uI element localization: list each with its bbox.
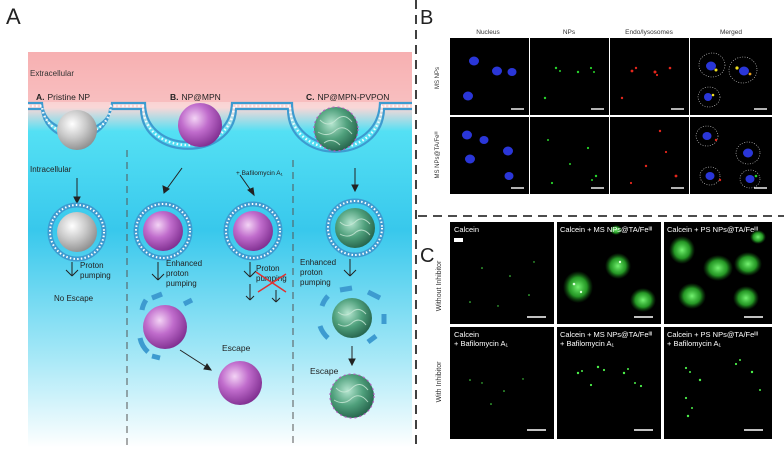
extracellular-label: Extracellular (30, 69, 74, 78)
escape-arrow-c (348, 346, 356, 367)
escaped-np-c (329, 373, 375, 419)
pumping-arrows (65, 259, 357, 281)
inhibited-cross (255, 271, 287, 293)
panel-b-letter: B (420, 7, 433, 29)
ruptured-endosome-c (317, 285, 387, 344)
panel-c-row-with: With Inhibitor (436, 361, 443, 403)
lysosomes-row1 (620, 66, 672, 100)
panel-b-tiles (450, 38, 772, 194)
extracellular-region (28, 52, 412, 102)
panel-a-letter: A (6, 4, 21, 29)
c-bottom-label-ps: Calcein + PS NPs@TA/Feᴵᴵᴵ + Bafilomycin … (667, 330, 760, 348)
escape-label-c: Escape (310, 366, 339, 376)
np-mpn-top (178, 103, 222, 147)
c-top-label-calcein: Calcein (454, 225, 479, 234)
nuclei-row2 (462, 130, 514, 180)
lysosomes-row2 (629, 129, 678, 185)
calcein-ms-baf-dots (576, 365, 643, 388)
panel-a: A Extracellular A.Pristine NP B.NP@MPN C… (6, 4, 412, 448)
col-b-title: B.NP@MPN (170, 92, 221, 102)
enhanced-pumping-c: Enhanced proton pumping (300, 258, 338, 287)
endosome-baf (223, 201, 283, 261)
panel-b-row-ms-nps: MS NPs (435, 67, 441, 89)
proton-pumping-baf: Proton pumping (256, 264, 287, 283)
panel-c-letter: C (420, 245, 434, 267)
panel-b-row-ms-nps-ta: MS NPs@TA/Feᴵᴵᴵ (434, 132, 441, 179)
calcein-ps-baf-dots (684, 359, 761, 418)
endosome-b (133, 201, 193, 261)
cell-background (28, 52, 412, 448)
panel-b-col-nps: NPs (563, 29, 576, 36)
panel-c-scale-bars (527, 316, 763, 431)
panel-b-col-merged: Merged (720, 29, 742, 36)
escaped-np-b (218, 361, 262, 405)
nps-row2 (547, 139, 598, 185)
col-c-title: C.NP@MPN-PVPON (306, 92, 389, 102)
nuclei-row1 (463, 56, 517, 101)
intracellular-label: Intracellular (30, 165, 72, 174)
arrows (73, 167, 359, 205)
c-top-label-ps: Calcein + PS NPs@TA/Feᴵᴵᴵ (667, 225, 758, 234)
c-bottom-label-ms: Calcein + MS NPs@TA/Feᴵᴵᴵ + Bafilomycin … (560, 330, 654, 348)
enhanced-pumping-b: Enhanced proton pumping (166, 259, 204, 288)
calcein-ps-cells (669, 230, 766, 310)
calcein-baf-dots (469, 378, 524, 405)
nps-row1 (543, 66, 595, 100)
panel-b: B Nucleus NPs Endo/lysosomes Merged MS N… (420, 7, 772, 194)
merged-row1 (697, 52, 758, 108)
c-bottom-label-calcein: Calcein + Bafilomycin A₁ (454, 330, 508, 348)
panel-b-col-lysosomes: Endo/lysosomes (625, 29, 673, 36)
panel-c: C Without Inhibitor With Inhibitor (420, 222, 772, 439)
calcein-only-dots (469, 261, 535, 307)
bafilomycin-label: + Bafilomycin A₁ (236, 170, 284, 177)
proton-pumping-a: Proton pumping (80, 261, 111, 280)
escape-arrow-b (179, 349, 213, 371)
endosome-c (325, 198, 385, 258)
panel-c-tiles (450, 222, 772, 439)
endosome-a (47, 202, 107, 262)
no-escape-label: No Escape (54, 294, 94, 303)
panel-b-scale-bars (511, 108, 767, 189)
col-a-title: A.Pristine NP (36, 92, 90, 102)
ruptured-endosome-b (137, 291, 194, 361)
c-scale-box (454, 238, 463, 242)
c-top-label-ms: Calcein + MS NPs@TA/Feᴵᴵᴵ (560, 225, 652, 234)
calcein-ms-cells (563, 225, 656, 312)
pristine-np-top (57, 110, 97, 150)
panel-b-col-nucleus: Nucleus (476, 29, 500, 36)
escape-label-b: Escape (222, 343, 251, 353)
np-mpn-pvpon-top (313, 106, 359, 152)
panel-c-row-without: Without Inhibitor (436, 260, 443, 311)
baf-down-arrows (245, 284, 281, 303)
merged-row2 (695, 125, 761, 189)
